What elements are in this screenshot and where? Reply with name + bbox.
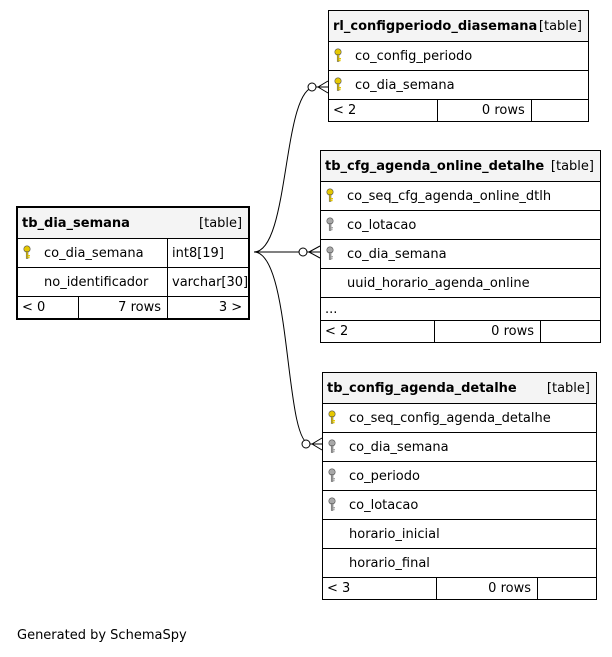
column-row[interactable]: co_dia_semana (322, 432, 597, 462)
column-name[interactable]: uuid_horario_agenda_online (347, 275, 530, 291)
column-row[interactable]: co_dia_semana (320, 239, 601, 269)
table-name[interactable]: tb_config_agenda_detalhe (327, 380, 517, 396)
row-count: 0 rows (434, 320, 541, 343)
column-name[interactable]: co_dia_semana (44, 246, 144, 261)
parents-count[interactable]: < 3 (322, 577, 437, 600)
column-name[interactable]: co_lotacao (347, 218, 417, 233)
column-type: varchar[30] (172, 274, 249, 290)
primary-key-icon (22, 245, 36, 259)
column-row[interactable]: horario_inicial (322, 519, 597, 549)
foreign-key-icon (327, 497, 341, 511)
column-row[interactable]: horario_final (322, 548, 597, 578)
column-name[interactable]: co_seq_cfg_agenda_online_dtlh (347, 189, 552, 204)
column-name[interactable]: co_dia_semana (355, 78, 455, 93)
more-columns-ellipsis: ... (320, 297, 601, 321)
table-name[interactable]: tb_dia_semana (22, 215, 130, 231)
column-name[interactable]: horario_inicial (349, 526, 440, 542)
table-tb-config-agenda-detalhe[interactable]: tb_config_agenda_detalhe [table] co_seq_… (322, 372, 597, 600)
table-rl-configperiodo-diasemana[interactable]: rl_configperiodo_diasemana [table] co_co… (327, 10, 590, 122)
column-row[interactable]: co_dia_semana (328, 70, 589, 100)
table-name[interactable]: rl_configperiodo_diasemana (333, 18, 538, 34)
relation-marker-cfg (298, 247, 308, 257)
column-row[interactable]: uuid_horario_agenda_online (320, 268, 601, 298)
primary-key-icon (327, 410, 341, 424)
parents-count[interactable]: < 0 (17, 296, 79, 319)
table-name[interactable]: tb_cfg_agenda_online_detalhe (325, 158, 545, 174)
primary-key-icon (333, 48, 347, 62)
column-row[interactable]: co_lotacao (322, 490, 597, 520)
column-row[interactable]: co_lotacao (320, 210, 601, 240)
foreign-key-icon (325, 217, 339, 231)
column-name[interactable]: co_lotacao (349, 498, 419, 513)
row-count: 7 rows (78, 296, 168, 319)
primary-key-icon (333, 77, 347, 91)
column-name[interactable]: co_config_periodo (355, 49, 473, 64)
table-footer: < 0 7 rows 3 > (17, 296, 250, 319)
children-count[interactable]: 3 > (166, 296, 250, 319)
children-count (540, 320, 601, 343)
ellipsis-row: ... (320, 297, 601, 321)
row-count: 0 rows (437, 99, 532, 122)
table-tag: [table] (199, 215, 243, 231)
column-row[interactable]: co_periodo (322, 461, 597, 491)
relation-marker-rl (307, 82, 317, 92)
parents-count[interactable]: < 2 (327, 99, 439, 122)
column-name[interactable]: horario_final (349, 555, 430, 571)
children-count (537, 577, 597, 600)
relation-line-det (253, 251, 322, 445)
foreign-key-icon (327, 439, 341, 453)
table-footer: < 2 0 rows (327, 99, 590, 122)
table-tag: [table] (538, 18, 582, 34)
row-count: 0 rows (436, 577, 538, 600)
primary-key-icon (325, 188, 339, 202)
column-name[interactable]: co_periodo (349, 469, 420, 484)
column-row[interactable]: no_identificador varchar[30] (17, 267, 250, 297)
children-count (530, 99, 590, 122)
foreign-key-icon (327, 468, 341, 482)
column-row[interactable]: co_config_periodo (328, 41, 589, 71)
generated-by-footer: Generated by SchemaSpy (17, 628, 187, 643)
column-name[interactable]: co_dia_semana (349, 440, 449, 455)
relation-line-rl (253, 86, 328, 253)
column-type: int8[19] (172, 245, 224, 261)
parents-count[interactable]: < 2 (320, 320, 435, 343)
table-footer: < 2 0 rows (320, 320, 601, 343)
table-tb-dia-semana[interactable]: tb_dia_semana [table] co_dia_semana int8… (15, 206, 251, 320)
table-footer: < 3 0 rows (322, 577, 597, 600)
foreign-key-icon (325, 246, 339, 260)
table-tag: [table] (550, 158, 594, 174)
column-row[interactable]: co_dia_semana int8[19] (17, 238, 250, 268)
column-row[interactable]: co_seq_config_agenda_detalhe (322, 403, 597, 433)
column-name[interactable]: no_identificador (44, 274, 149, 290)
relation-marker-det (301, 439, 311, 449)
column-name[interactable]: co_seq_config_agenda_detalhe (349, 411, 551, 426)
table-tag: [table] (546, 380, 590, 396)
column-name[interactable]: co_dia_semana (347, 247, 447, 262)
table-tb-cfg-agenda-online-detalhe[interactable]: tb_cfg_agenda_online_detalhe [table] co_… (320, 150, 601, 343)
column-row[interactable]: co_seq_cfg_agenda_online_dtlh (320, 181, 601, 211)
